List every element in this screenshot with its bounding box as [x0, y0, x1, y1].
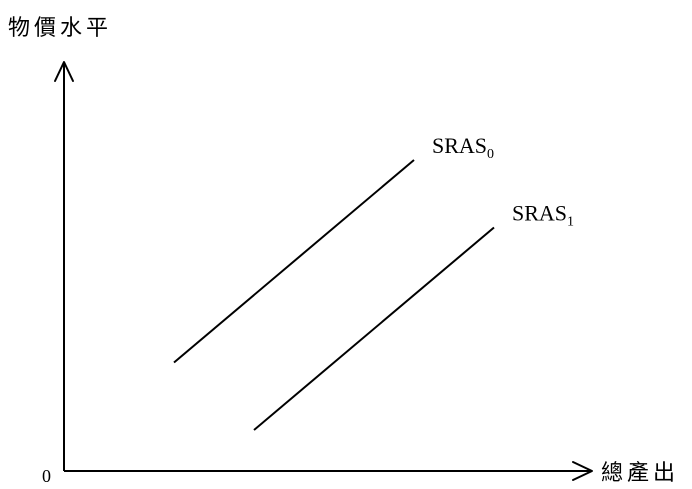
series-sras1-line [253, 226, 495, 431]
series-sras1-label: SRAS1 [512, 201, 574, 230]
series-sras0-subscript: 0 [487, 147, 494, 162]
y-axis-arrowhead [54, 61, 74, 82]
series-sras1-subscript: 1 [567, 215, 574, 230]
x-axis-label: 總產出 [601, 461, 679, 486]
y-axis-label: 物價水平 [8, 16, 112, 41]
origin-label: 0 [42, 466, 51, 486]
series-sras0-line [173, 159, 415, 364]
x-axis-arrowhead [572, 461, 593, 481]
series-sras0-name: SRAS [432, 133, 487, 158]
series-sras1-name: SRAS [512, 201, 567, 226]
series-sras0-label: SRAS0 [432, 133, 494, 162]
